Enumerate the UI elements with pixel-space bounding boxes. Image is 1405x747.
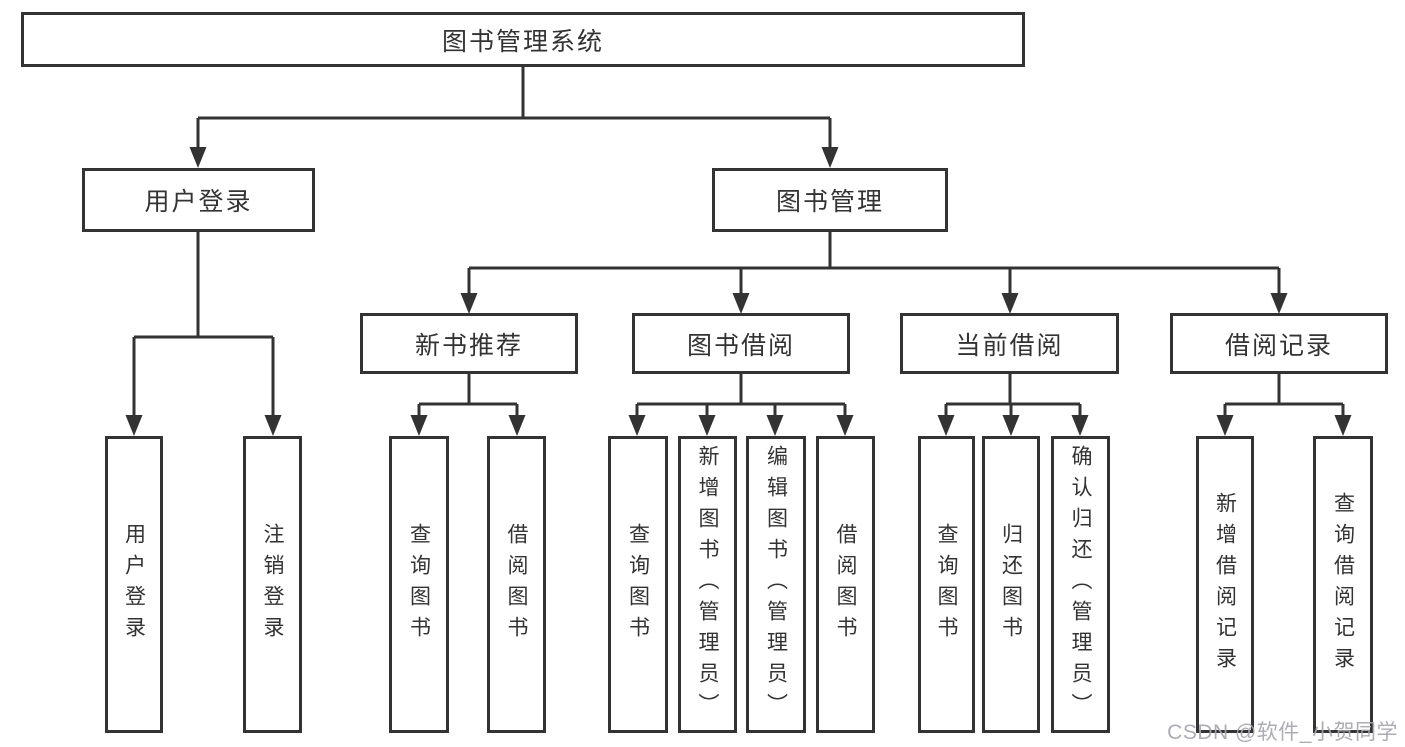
node-new-book-recommend: 新书推荐 [360, 313, 578, 374]
node-new-book-recommend-label: 新书推荐 [414, 331, 523, 360]
leaf-records-add-record: 新增借阅记录 [1196, 436, 1254, 733]
leaf-current-return-books-label: 归还图书 [999, 522, 1023, 647]
leaf-current-query-books-label: 查询图书 [935, 522, 959, 647]
leaf-current-confirm-return-admin-label: 确认归还（管理员） [1069, 445, 1093, 724]
leaf-recommend-borrow-books: 借阅图书 [487, 436, 546, 733]
leaf-logout-label: 注销登录 [261, 522, 285, 647]
node-user-login: 用户登录 [82, 168, 315, 232]
node-current-borrowing: 当前借阅 [900, 313, 1119, 374]
leaf-borrowing-query-books: 查询图书 [608, 436, 668, 733]
node-book-management-label: 图书管理 [775, 188, 884, 216]
node-book-borrowing: 图书借阅 [632, 313, 850, 374]
node-book-management: 图书管理 [712, 168, 948, 232]
node-root-label: 图书管理系统 [441, 27, 604, 56]
leaf-borrowing-add-books-admin: 新增图书（管理员） [678, 436, 737, 733]
leaf-current-query-books: 查询图书 [918, 436, 975, 733]
node-user-login-label: 用户登录 [144, 188, 253, 216]
leaf-current-confirm-return-admin: 确认归还（管理员） [1051, 436, 1110, 733]
leaf-recommend-borrow-books-label: 借阅图书 [505, 522, 529, 647]
leaf-current-return-books: 归还图书 [982, 436, 1040, 733]
leaf-borrowing-query-books-label: 查询图书 [626, 522, 650, 647]
leaf-records-add-record-label: 新增借阅记录 [1213, 491, 1237, 678]
leaf-user-login-label: 用户登录 [122, 522, 146, 647]
leaf-recommend-query-books: 查询图书 [389, 436, 449, 733]
leaf-logout: 注销登录 [243, 436, 302, 733]
leaf-user-login: 用户登录 [105, 436, 163, 733]
node-borrow-records: 借阅记录 [1170, 313, 1388, 374]
node-root: 图书管理系统 [21, 12, 1025, 67]
leaf-borrowing-edit-books-admin-label: 编辑图书（管理员） [764, 445, 788, 724]
leaf-records-query-record-label: 查询借阅记录 [1331, 491, 1355, 678]
node-book-borrowing-label: 图书借阅 [686, 331, 795, 360]
leaf-borrowing-edit-books-admin: 编辑图书（管理员） [746, 436, 806, 733]
leaf-borrowing-borrow-books-label: 借阅图书 [834, 522, 858, 647]
node-current-borrowing-label: 当前借阅 [955, 331, 1064, 360]
node-borrow-records-label: 借阅记录 [1224, 331, 1333, 360]
leaf-records-query-record: 查询借阅记录 [1313, 436, 1373, 733]
tree-lines [132, 67, 1345, 418]
arrow-down-icons [125, 147, 1352, 436]
csdn-watermark: CSDN @软件_小贺同学 [1167, 721, 1398, 744]
leaf-recommend-query-books-label: 查询图书 [407, 522, 431, 647]
leaf-borrowing-add-books-admin-label: 新增图书（管理员） [696, 445, 720, 724]
leaf-borrowing-borrow-books: 借阅图书 [816, 436, 875, 733]
